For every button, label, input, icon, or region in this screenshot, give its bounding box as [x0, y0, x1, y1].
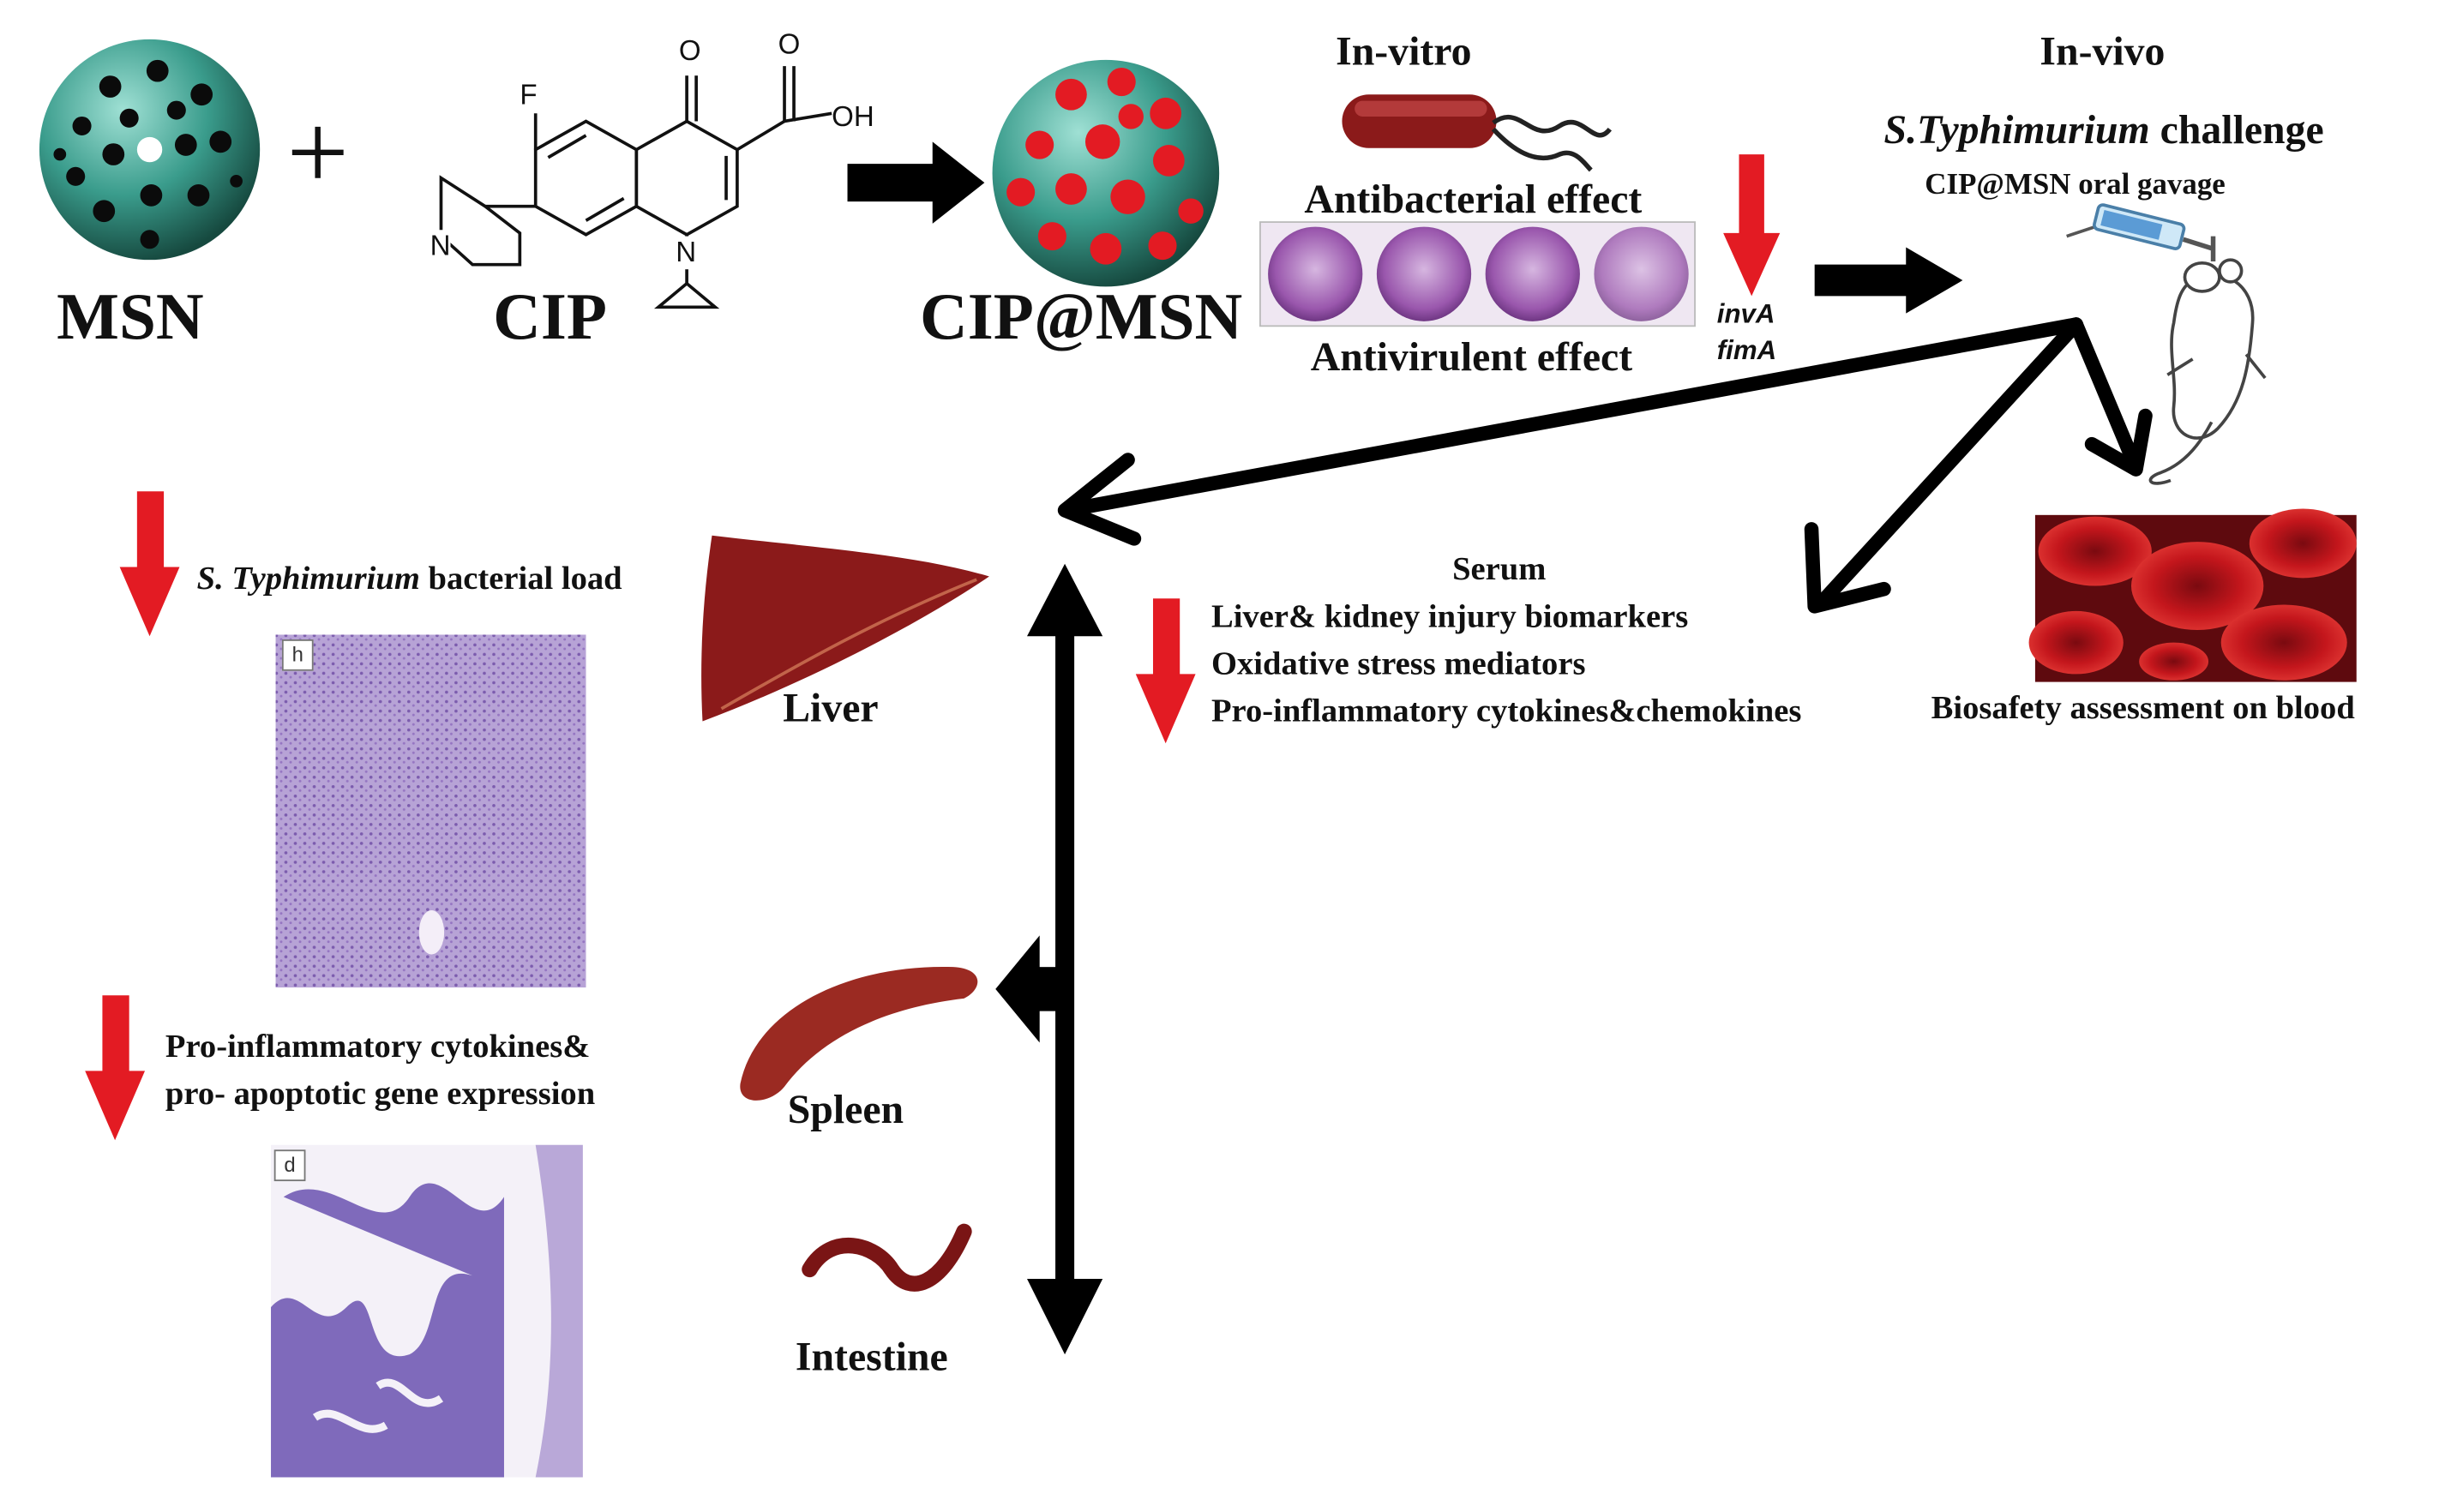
synthesis-arrow — [847, 141, 985, 224]
down-arrow-icon — [85, 995, 146, 1141]
bacterial-load-species: S. Typhimurium — [196, 559, 420, 597]
cytokines-line-2: pro- apoptotic gene expression — [165, 1074, 596, 1113]
in-vitro-label: In-vitro — [1336, 28, 1472, 75]
piperazine-nitrogen: N — [430, 230, 451, 263]
fimA-gene-label: fimA — [1716, 335, 1777, 366]
ketone-oxygen: O — [678, 34, 701, 67]
serum-title: Serum — [1452, 549, 1547, 588]
cip-msn-sphere-icon — [992, 59, 1220, 287]
antibacterial-effect-label: Antibacterial effect — [1304, 176, 1643, 223]
fluorine-atom: F — [520, 78, 538, 111]
cytokines-line-1: Pro-inflammatory cytokines& — [165, 1026, 591, 1065]
arrowhead-to-serum — [1804, 522, 1891, 614]
vertical-double-arrow — [995, 563, 1103, 1355]
msn-label: MSN — [57, 281, 204, 355]
challenge-word: challenge — [2160, 106, 2324, 153]
down-arrow-icon — [1723, 154, 1781, 297]
serum-item-cytokines: Pro-inflammatory cytokines&chemokines — [1210, 691, 1802, 729]
bacterium-icon — [1342, 94, 1613, 172]
syringe-icon — [2066, 203, 2216, 262]
intestine-icon — [802, 1223, 972, 1292]
in-vivo-label: In-vivo — [2039, 28, 2166, 75]
intestine-label: Intestine — [795, 1334, 948, 1380]
cip-label: CIP — [493, 281, 608, 355]
liver-panel-tag: h — [281, 639, 314, 671]
challenge-label: S.Typhimurium challenge — [1884, 107, 2324, 154]
spleen-icon — [740, 966, 978, 1101]
antivirulent-effect-label: Antivirulent effect — [1310, 333, 1633, 380]
bacterial-load-label: S. Typhimurium bacterial load — [197, 559, 622, 597]
acid-hydroxyl: OH — [832, 100, 874, 133]
serum-item-biomarkers: Liver& kidney injury biomarkers — [1210, 597, 1689, 635]
intestine-panel-tag: d — [273, 1149, 306, 1182]
msn-sphere-icon — [39, 39, 261, 261]
plus-sign: + — [286, 93, 349, 214]
well-plate-icon — [1259, 221, 1696, 327]
liver-histology-image — [275, 634, 586, 988]
down-arrow-icon — [1135, 598, 1196, 744]
spleen-label: Spleen — [787, 1086, 904, 1133]
arrowhead-to-blood — [2084, 408, 2153, 477]
acid-oxygen: O — [778, 28, 801, 60]
biosafety-label: Biosafety assessment on blood — [1931, 687, 2355, 727]
quinolone-nitrogen: N — [676, 236, 697, 270]
liver-label: Liver — [783, 685, 879, 731]
intestine-histology-image — [271, 1144, 583, 1478]
liver-icon — [701, 535, 989, 722]
serum-item-oxidative: Oxidative stress mediators — [1210, 644, 1586, 682]
branch-arrows — [1076, 317, 2141, 610]
to-invivo-arrow — [1814, 247, 1963, 314]
challenge-species: S.Typhimurium — [1883, 106, 2150, 153]
cip-molecule-icon — [439, 66, 832, 309]
bacterial-load-text: bacterial load — [428, 559, 622, 597]
cip-msn-label: CIP@MSN — [920, 281, 1243, 355]
invA-gene-label: invA — [1716, 299, 1775, 330]
oral-gavage-label: CIP@MSN oral gavage — [1925, 168, 2226, 202]
red-blood-cells-icon — [2028, 508, 2357, 682]
arrowhead-to-organs — [1057, 453, 1142, 546]
mouse-icon — [2148, 258, 2267, 485]
down-arrow-icon — [119, 491, 180, 637]
